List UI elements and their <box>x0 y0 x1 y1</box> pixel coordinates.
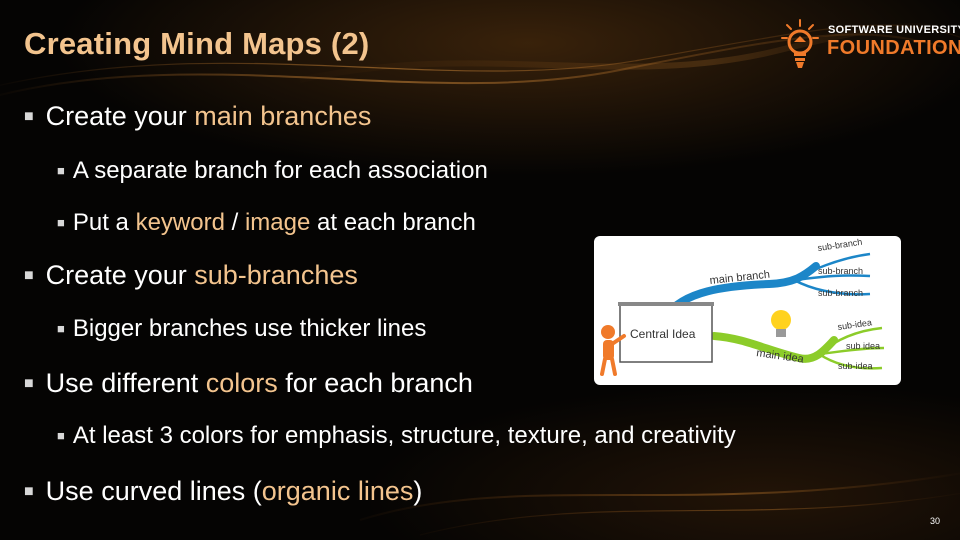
sub-idea-label: sub-idea <box>838 361 873 371</box>
bullet-text: ) <box>413 476 423 506</box>
square-bullet-icon: ■ <box>57 163 65 178</box>
square-bullet-icon: ■ <box>57 215 65 230</box>
lightbulb-icon <box>771 310 791 337</box>
sub-branch-line <box>793 252 871 282</box>
mind-map-image: Central Idea main branch main idea sub-b… <box>594 236 901 385</box>
page-number: 30 <box>929 516 940 526</box>
software-university-logo: SOFTWARE UNIVERSITY FOUNDATION <box>778 16 960 72</box>
sub-idea-label: sub-idea <box>837 317 873 332</box>
sub-idea-label: sub idea <box>846 341 880 351</box>
bullet-text: Use different <box>45 368 206 398</box>
bullet-text: Use curved lines ( <box>45 476 262 506</box>
square-bullet-icon: ■ <box>24 108 34 125</box>
central-idea-label: Central Idea <box>630 327 696 341</box>
bullet-main-branches: ■ Create your main branches <box>24 101 371 132</box>
bullet-separate-branch: ■ A separate branch for each association <box>57 157 488 185</box>
bullet-colors: ■ Use different colors for each branch <box>24 368 473 399</box>
bullet-highlight: image <box>244 209 311 236</box>
sub-branch-line <box>793 278 871 296</box>
square-bullet-icon: ■ <box>24 267 34 284</box>
bullet-highlight: keyword <box>135 209 225 236</box>
bullet-text: A separate branch for each association <box>72 157 488 184</box>
logo-top-text: SOFTWARE UNIVERSITY <box>828 24 960 36</box>
bullet-text: Create your <box>45 260 195 290</box>
sub-idea-line <box>818 346 885 356</box>
sub-idea-line <box>818 352 883 370</box>
whiteboard-top <box>618 302 714 306</box>
logo-main-text: FOUNDATION <box>827 37 960 59</box>
bullet-highlight: main branches <box>194 101 372 131</box>
bullet-text: at each branch <box>310 209 476 236</box>
presenter-figure-icon <box>600 325 626 376</box>
main-idea-label: main idea <box>756 347 806 366</box>
bullet-text: At least 3 colors for emphasis, structur… <box>72 422 736 449</box>
bullet-text: Create your <box>45 101 195 131</box>
bullet-highlight: colors <box>205 368 278 398</box>
sub-idea-line <box>818 326 883 355</box>
square-bullet-icon: ■ <box>57 321 65 336</box>
bullet-highlight: sub-branches <box>194 260 358 290</box>
sub-branch-label: sub-branch <box>817 237 863 253</box>
bullet-thicker-lines: ■ Bigger branches use thicker lines <box>57 315 426 343</box>
square-bullet-icon: ■ <box>24 375 34 392</box>
bullet-curved-lines: ■ Use curved lines (organic lines) <box>24 476 422 507</box>
bullet-keyword-image: ■ Put a keyword / image at each branch <box>57 209 476 237</box>
bullet-highlight: organic lines <box>261 476 414 506</box>
mind-map-diagram: Central Idea main branch main idea sub-b… <box>600 237 885 376</box>
sub-branch-line <box>793 274 871 282</box>
bullet-sub-branches: ■ Create your sub-branches <box>24 260 358 291</box>
bullet-text: / <box>224 209 245 236</box>
square-bullet-icon: ■ <box>24 483 34 500</box>
square-bullet-icon: ■ <box>57 428 65 443</box>
slide-title: Creating Mind Maps (2) <box>24 26 370 61</box>
bullet-three-colors: ■ At least 3 colors for emphasis, structu… <box>57 422 736 450</box>
bullet-text: Bigger branches use thicker lines <box>72 315 427 342</box>
sub-branch-label: sub-branch <box>818 288 863 298</box>
sub-branch-label: sub-branch <box>818 266 863 276</box>
lightbulb-logo-icon <box>781 19 819 68</box>
bullet-text: Put a <box>72 209 136 236</box>
bullet-text: for each branch <box>277 368 473 398</box>
